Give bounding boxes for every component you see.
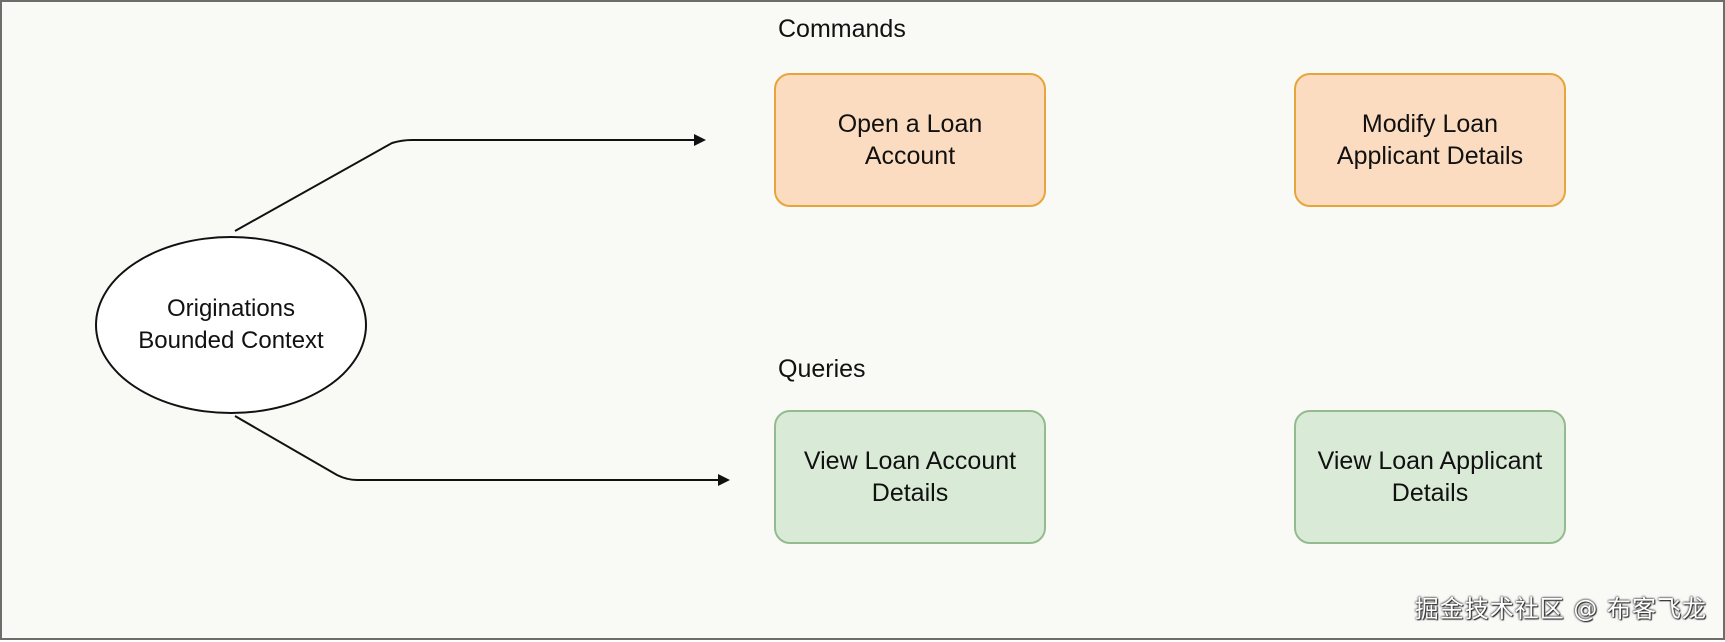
- query-label: View Loan Account Details: [803, 447, 1017, 507]
- arrow-to-commands: [234, 134, 706, 232]
- query-view-loan-account-details[interactable]: View Loan Account Details: [774, 410, 1046, 544]
- commands-section-label: Commands: [778, 15, 906, 43]
- queries-section-label: Queries: [778, 355, 866, 383]
- watermark-text: 掘金技术社区 @ 布客飞龙: [1414, 595, 1707, 623]
- command-modify-loan-applicant-details[interactable]: Modify Loan Applicant Details: [1294, 73, 1566, 207]
- command-label: Modify Loan Applicant Details: [1336, 110, 1524, 170]
- bounded-context-ellipse[interactable]: Originations Bounded Context: [95, 236, 367, 414]
- query-label: View Loan Applicant Details: [1317, 447, 1543, 507]
- query-view-loan-applicant-details[interactable]: View Loan Applicant Details: [1294, 410, 1566, 544]
- command-open-loan-account[interactable]: Open a Loan Account: [774, 73, 1046, 207]
- arrow-to-queries: [234, 415, 730, 486]
- bounded-context-label: Originations Bounded Context: [138, 295, 324, 354]
- command-label: Open a Loan Account: [837, 110, 983, 170]
